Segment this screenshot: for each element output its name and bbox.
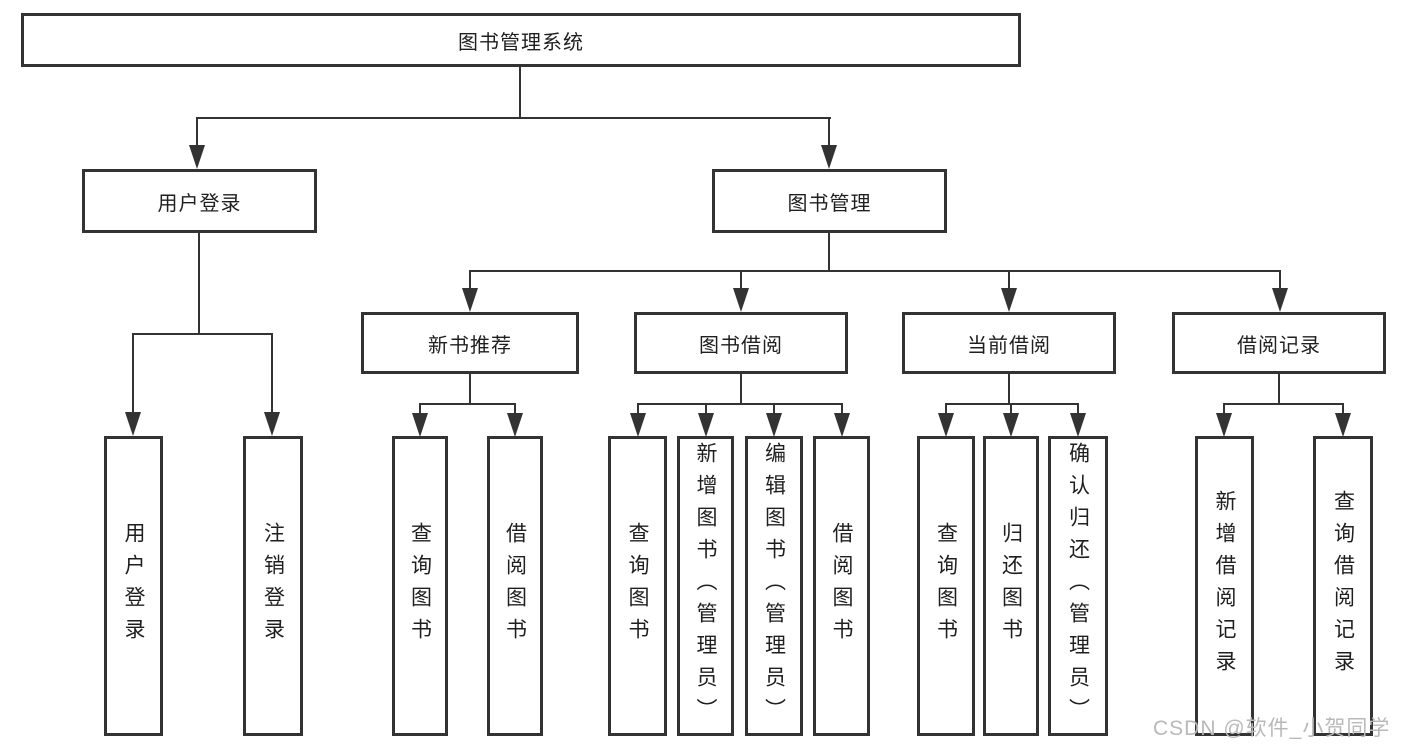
edge-arrow-shaft bbox=[841, 403, 843, 415]
edge-arrow-shaft bbox=[419, 403, 421, 415]
node-label: 查询图书 bbox=[626, 522, 649, 650]
node-edit-book-admin: 编辑图书（管理员） bbox=[745, 436, 803, 736]
edge-user-login-stem bbox=[198, 233, 200, 335]
node-library-system: 图书管理系统 bbox=[21, 13, 1021, 67]
arrowhead-down-icon bbox=[1070, 413, 1086, 437]
edge-arrow-shaft bbox=[637, 403, 639, 415]
node-current-borrow: 当前借阅 bbox=[902, 312, 1116, 374]
node-new-book-recommend: 新书推荐 bbox=[361, 312, 579, 374]
edge-arrow-shaft bbox=[514, 403, 516, 415]
arrowhead-down-icon bbox=[1216, 413, 1232, 437]
edge-arrow-shaft bbox=[1223, 403, 1225, 415]
edge-arrow-shaft bbox=[132, 333, 134, 415]
node-label: 借阅图书 bbox=[503, 522, 527, 650]
node-label: 确认归还（管理员） bbox=[1066, 442, 1090, 730]
edge-arrow-shaft bbox=[740, 270, 742, 290]
node-label: 查询借阅记录 bbox=[1331, 490, 1355, 682]
node-borrow-records: 借阅记录 bbox=[1172, 312, 1386, 374]
edge-arrow-shaft bbox=[945, 403, 947, 415]
node-borrow-books-borrow: 借阅图书 bbox=[813, 436, 870, 736]
node-logout-action: 注销登录 bbox=[243, 436, 303, 736]
node-label: 新书推荐 bbox=[428, 334, 512, 357]
arrowhead-down-icon bbox=[733, 288, 749, 312]
arrowhead-down-icon bbox=[1003, 413, 1019, 437]
node-label: 新增图书（管理员） bbox=[694, 442, 717, 730]
arrowhead-down-icon bbox=[1001, 288, 1017, 312]
node-user-login: 用户登录 bbox=[82, 169, 317, 233]
edge-current-bar bbox=[945, 403, 1079, 405]
arrowhead-down-icon bbox=[412, 413, 428, 437]
arrowhead-down-icon bbox=[125, 412, 141, 436]
arrowhead-down-icon bbox=[507, 413, 523, 437]
node-query-borrow-record: 查询借阅记录 bbox=[1313, 436, 1373, 736]
edge-arrow-shaft bbox=[196, 117, 198, 147]
arrowhead-down-icon bbox=[1272, 288, 1288, 312]
arrowhead-down-icon bbox=[189, 145, 205, 169]
node-label: 图书管理系统 bbox=[458, 31, 584, 54]
node-label: 借阅记录 bbox=[1237, 334, 1321, 357]
edge-borrow-bar bbox=[637, 403, 843, 405]
edge-current-stem bbox=[1008, 374, 1010, 405]
edge-arrow-shaft bbox=[1279, 270, 1281, 290]
edge-records-bar bbox=[1223, 403, 1344, 405]
node-label: 图书借阅 bbox=[699, 334, 783, 357]
node-label: 新增借阅记录 bbox=[1213, 490, 1236, 682]
node-query-books-borrow: 查询图书 bbox=[608, 436, 667, 736]
edge-arrow-shaft bbox=[271, 333, 273, 415]
node-label: 编辑图书（管理员） bbox=[762, 442, 786, 730]
node-query-books-recommend: 查询图书 bbox=[392, 436, 448, 736]
node-book-management: 图书管理 bbox=[712, 169, 947, 233]
node-label: 查询图书 bbox=[408, 522, 432, 650]
edge-arrow-shaft bbox=[1008, 270, 1010, 290]
edge-book-mgmt-stem bbox=[828, 233, 830, 272]
node-borrow-books-recommend: 借阅图书 bbox=[487, 436, 543, 736]
node-label: 借阅图书 bbox=[830, 522, 853, 650]
edge-user-login-bar bbox=[132, 333, 273, 335]
node-label: 当前借阅 bbox=[967, 334, 1051, 357]
arrowhead-down-icon bbox=[938, 413, 954, 437]
node-label: 查询图书 bbox=[934, 522, 958, 650]
node-label: 用户登录 bbox=[157, 192, 242, 215]
arrowhead-down-icon bbox=[766, 413, 782, 437]
edge-arrow-shaft bbox=[705, 403, 707, 415]
edge-arrow-shaft bbox=[773, 403, 775, 415]
node-confirm-return-admin: 确认归还（管理员） bbox=[1048, 436, 1108, 736]
edge-root-stem bbox=[519, 67, 521, 118]
edge-arrow-shaft bbox=[469, 270, 471, 290]
node-user-login-action: 用户登录 bbox=[104, 436, 163, 736]
arrowhead-down-icon bbox=[821, 145, 837, 169]
edge-root-bar bbox=[196, 117, 831, 119]
node-label: 归还图书 bbox=[999, 522, 1023, 650]
edge-arrow-shaft bbox=[1342, 403, 1344, 415]
node-add-borrow-record: 新增借阅记录 bbox=[1195, 436, 1254, 736]
edge-recommend-stem bbox=[469, 374, 471, 405]
edge-borrow-stem bbox=[740, 374, 742, 405]
node-label: 图书管理 bbox=[787, 192, 872, 215]
arrowhead-down-icon bbox=[264, 412, 280, 436]
arrowhead-down-icon bbox=[630, 413, 646, 437]
arrowhead-down-icon bbox=[1335, 413, 1351, 437]
node-return-book: 归还图书 bbox=[983, 436, 1039, 736]
edge-records-stem bbox=[1278, 374, 1280, 405]
node-book-borrow: 图书借阅 bbox=[634, 312, 848, 374]
arrowhead-down-icon bbox=[462, 288, 478, 312]
edge-book-mgmt-bar bbox=[469, 270, 1281, 272]
node-add-book-admin: 新增图书（管理员） bbox=[677, 436, 734, 736]
node-label: 注销登录 bbox=[261, 522, 285, 650]
edge-recommend-bar bbox=[419, 403, 516, 405]
watermark-text: CSDN @软件_小贺同学 bbox=[1153, 717, 1391, 740]
node-label: 用户登录 bbox=[122, 522, 145, 650]
arrowhead-down-icon bbox=[698, 413, 714, 437]
node-query-books-current: 查询图书 bbox=[917, 436, 975, 736]
edge-arrow-shaft bbox=[828, 117, 830, 147]
arrowhead-down-icon bbox=[834, 413, 850, 437]
edge-arrow-shaft bbox=[1010, 403, 1012, 415]
edge-arrow-shaft bbox=[1077, 403, 1079, 415]
